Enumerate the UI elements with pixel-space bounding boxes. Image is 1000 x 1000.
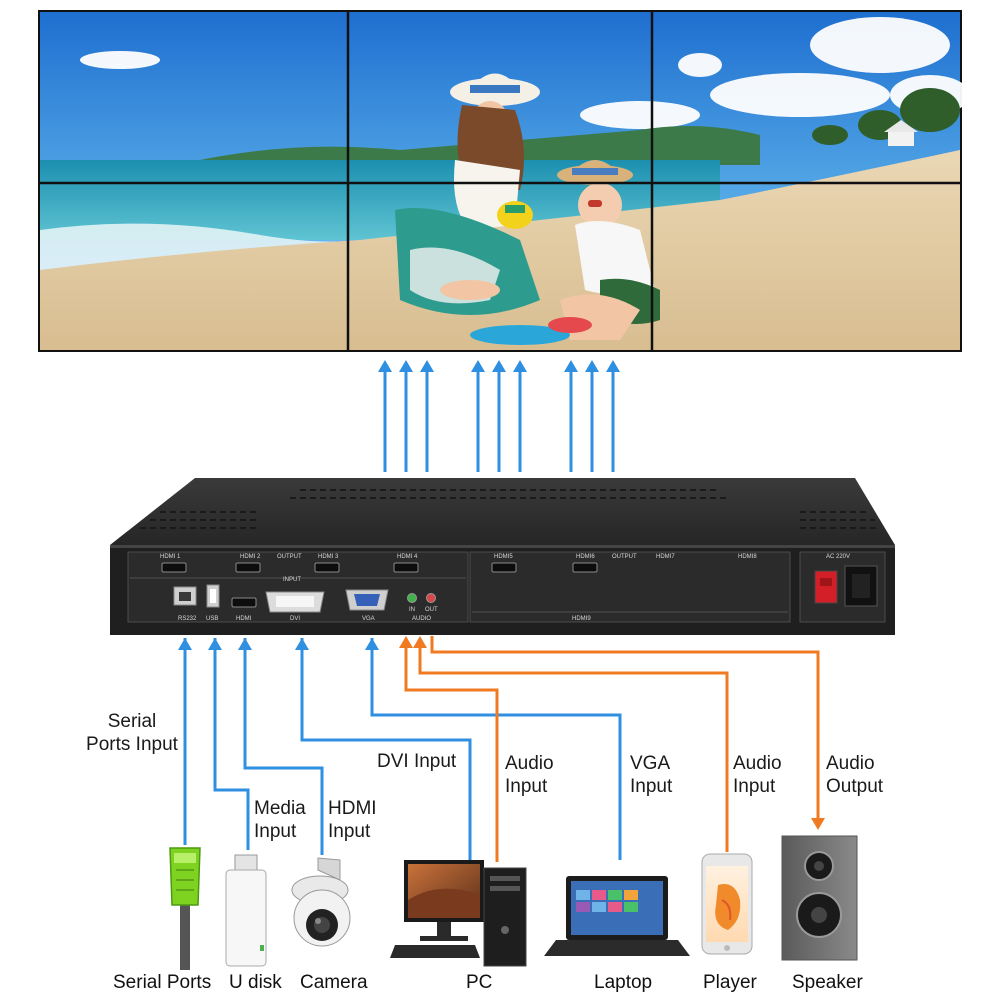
hdmi-port-3: [314, 562, 340, 573]
port-label-hdmi8: HDMI8: [738, 554, 757, 560]
port-label-hdmi6: HDMI6: [576, 554, 595, 560]
video-wall: [38, 10, 970, 352]
port-label-hdmi5: HDMI5: [494, 554, 513, 560]
label-media-input: Media Input: [254, 797, 306, 843]
photo-woman: [395, 73, 540, 315]
input-arrowheads: [178, 636, 825, 830]
port-label-in: IN: [409, 607, 415, 613]
hdmi-input-port: [231, 597, 257, 608]
port-label-hdmi4: HDMI 4: [397, 554, 418, 560]
label-audio-input-player: Audio Input: [733, 752, 782, 798]
hdmi-port-5: [491, 562, 517, 573]
hdmi-port-6: [572, 562, 598, 573]
phone-icon: [701, 853, 753, 955]
label-vga-line1: VGA: [630, 753, 671, 774]
pc-icon: [390, 860, 527, 967]
audio-in-jack: [407, 593, 417, 603]
device-label-serial-ports: Serial Ports: [113, 972, 212, 993]
label-dvi-input: DVI Input: [377, 751, 457, 772]
port-label-vga: VGA: [362, 616, 375, 622]
port-label-output: OUTPUT: [277, 554, 302, 560]
device-label-pc: PC: [466, 972, 493, 993]
video-wall-processor: HDMI 1 HDMI 2 OUTPUT HDMI 3 HDMI 4 HDMI5…: [110, 478, 895, 635]
label-audio-output: Audio Output: [826, 752, 883, 798]
port-label-output-2: OUTPUT: [612, 554, 637, 560]
port-label-hdmi7: HDMI7: [656, 554, 675, 560]
power-label: AC 220V: [826, 554, 850, 560]
label-audio-player-line1: Audio: [733, 753, 782, 774]
port-label-rs232: RS232: [178, 616, 197, 622]
port-label-hdmi1: HDMI 1: [160, 554, 181, 560]
label-audio-out-line1: Audio: [826, 753, 875, 774]
port-label-dvi: DVI: [290, 616, 300, 622]
hdmi-port-4: [393, 562, 419, 573]
label-audio-pc-line1: Audio: [505, 753, 554, 774]
serial-cable-icon: [169, 847, 201, 970]
label-audio-out-line2: Output: [826, 776, 884, 797]
label-vga-line2: Input: [630, 776, 673, 797]
audio-out-jack: [426, 593, 436, 603]
usb-drive-icon: [225, 854, 267, 967]
speaker-icon: [781, 835, 858, 961]
camera-icon: [291, 857, 351, 947]
input-section-label: INPUT: [283, 577, 301, 583]
device-label-camera: Camera: [300, 972, 368, 993]
label-hdmi-line2: Input: [328, 821, 371, 842]
input-lines: [183, 636, 820, 862]
label-vga-input: VGA Input: [630, 752, 672, 798]
label-serial-ports-input: Serial Ports Input: [82, 710, 182, 756]
label-hdmi-input: HDMI Input: [328, 797, 377, 843]
port-label-hdmi-in: HDMI: [236, 616, 252, 622]
device-label-udisk: U disk: [229, 972, 282, 993]
hdmi-port-1: [161, 562, 187, 573]
laptop-icon: [544, 876, 690, 956]
device-label-speaker: Speaker: [792, 972, 863, 993]
port-label-hdmi9: HDMI9: [572, 616, 591, 622]
label-media-line1: Media: [254, 798, 306, 819]
port-label-out: OUT: [425, 607, 438, 613]
device-label-player: Player: [703, 972, 757, 993]
label-media-line2: Input: [254, 821, 297, 842]
label-serial-line2: Ports Input: [86, 734, 178, 755]
hdmi-port-2: [235, 562, 261, 573]
port-label-usb: USB: [206, 616, 218, 622]
power-switch: [814, 570, 838, 604]
label-audio-input-pc: Audio Input: [505, 752, 554, 798]
output-arrows: [378, 360, 620, 472]
label-audio-player-line2: Input: [733, 776, 776, 797]
label-serial-line1: Serial: [107, 711, 157, 732]
device-label-laptop: Laptop: [594, 972, 653, 993]
label-audio-pc-line2: Input: [505, 776, 548, 797]
label-hdmi-line1: HDMI: [328, 798, 377, 819]
port-label-hdmi2: HDMI 2: [240, 554, 261, 560]
port-label-hdmi3: HDMI 3: [318, 554, 339, 560]
port-label-audio: AUDIO: [412, 616, 431, 622]
